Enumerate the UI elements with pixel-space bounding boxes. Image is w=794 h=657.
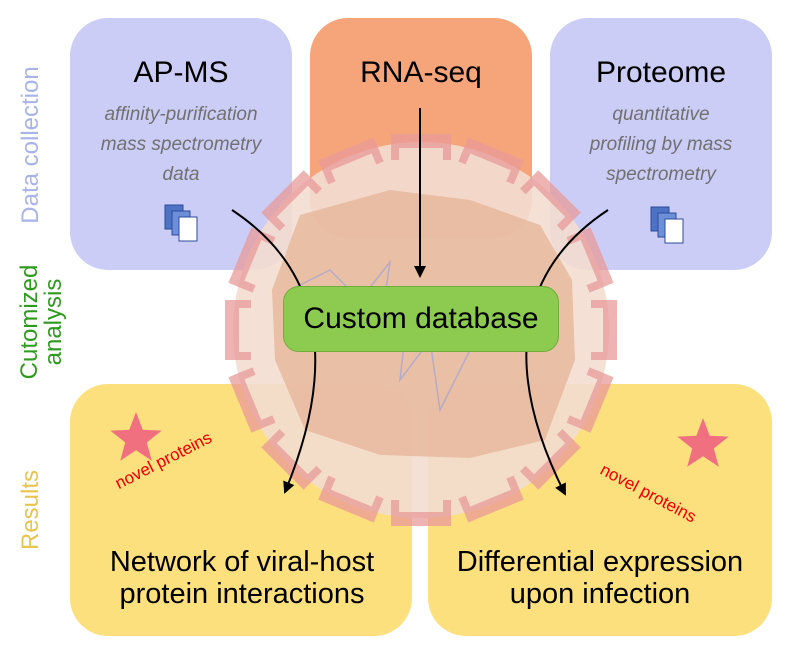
virus-spike [391,500,451,526]
star-icon [677,418,729,467]
network-line: protein interactions [119,578,365,610]
virus-spike [458,137,524,185]
virus-spike [591,300,617,360]
proteome-desc-line: spectrometry [606,164,716,185]
apms-desc-line: data [162,164,200,185]
differential-result-text: Differential expression upon infection [428,546,772,610]
virus-spike [261,170,323,232]
differential-line: upon infection [509,578,691,610]
analysis-label: Cutomized analysis [16,264,67,380]
network-result-text: Network of viral-host protein interactio… [72,546,412,610]
virus-spike [225,300,251,360]
virus-spike [458,475,524,523]
apms-desc-line: mass spectrometry [100,134,262,155]
proteome-desc: quantitative profiling by mass spectrome… [550,100,772,190]
custom-database-box: Custom database [283,286,559,352]
apms-title: AP-MS [133,56,229,89]
proteome-desc-line: profiling by mass [589,134,733,155]
apms-desc-line: affinity-purification [104,104,258,125]
rnaseq-title: RNA-seq [360,56,482,89]
apms-desc: affinity-purification mass spectrometry … [70,100,292,190]
virus-spike [519,428,581,490]
virus-spike [566,367,614,433]
document-stack-icon [164,204,198,242]
virus-icon [225,134,617,526]
virus-spike [261,428,323,490]
virus-spike [519,170,581,232]
proteome-title: Proteome [595,56,727,89]
document-stack-icon [650,206,684,244]
virus-spike [318,475,384,523]
results-label: Results [17,469,44,551]
star-icon [110,412,162,461]
data-collection-label: Data collection [17,66,44,224]
differential-line: Differential expression [456,546,744,578]
analysis-label-line: analysis [40,278,67,366]
proteome-desc-line: quantitative [612,104,710,125]
analysis-label-line: Cutomized [16,264,43,380]
virus-spike [228,367,276,433]
virus-spike [318,137,384,185]
network-line: Network of viral-host [109,546,375,578]
